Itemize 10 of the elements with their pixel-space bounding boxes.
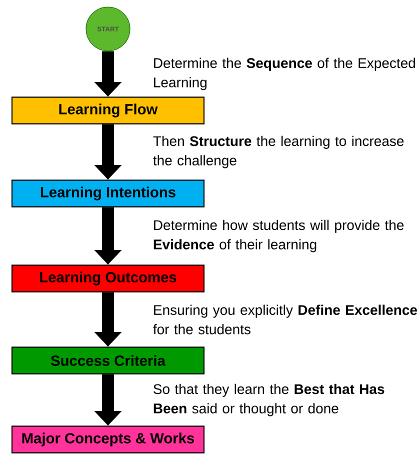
process-box: Learning Flow — [11, 96, 205, 124]
edge-label: Then Structure the learning to increase the challenge — [153, 136, 404, 168]
edge-label: Determine the Sequence of the Expected Learning — [154, 58, 416, 90]
process-box: Learning Intentions — [11, 180, 205, 208]
process-box: Learning Outcomes — [11, 264, 205, 292]
process-box: Major Concepts & Works — [11, 426, 205, 454]
process-box: Success Criteria — [11, 346, 205, 374]
edge-label: Ensuring you explicitly Define Excellence for the students — [153, 304, 417, 334]
edge-label: So that they learn the Best that Has Been said or thought or done — [154, 384, 384, 416]
edge-label: Determine how students will provide the Evidence of their learning — [154, 220, 404, 252]
